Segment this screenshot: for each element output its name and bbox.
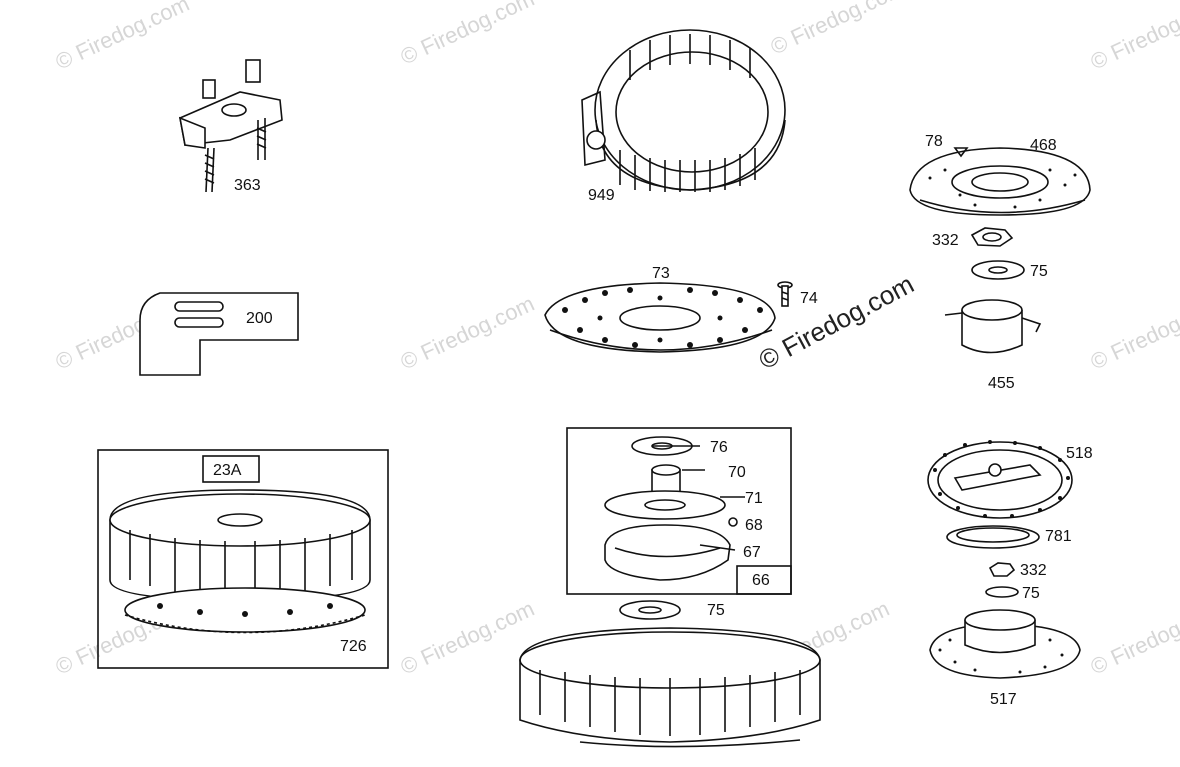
part-200-plate (139, 292, 299, 376)
part-949-stator (581, 29, 786, 192)
part-label-468: 468 (1030, 137, 1057, 154)
part-332-nut-lower (988, 562, 1016, 577)
part-label-67: 67 (743, 544, 761, 561)
part-label-200: 200 (246, 310, 273, 327)
watermark-1: © Firedog.com (52, 0, 194, 75)
part-label-332-top: 332 (932, 232, 959, 249)
part-label-75-middle: 75 (707, 602, 725, 619)
part-label-518: 518 (1066, 445, 1093, 462)
part-468-screen (909, 147, 1091, 216)
part-518-ring (927, 440, 1073, 519)
watermark-9: © Firedog.com (397, 596, 539, 680)
watermark-2: © Firedog.com (397, 0, 539, 70)
part-label-781: 781 (1045, 528, 1072, 545)
part-label-73: 73 (652, 265, 670, 282)
part-75-washer-middle (619, 600, 681, 620)
part-455-cup (944, 299, 1042, 354)
part-781-washer (946, 525, 1040, 549)
part-75-washer-top (971, 260, 1025, 280)
part-label-70: 70 (728, 464, 746, 481)
part-label-455: 455 (988, 375, 1015, 392)
part-66-clutch-box (566, 427, 792, 595)
part-label-75-top: 75 (1030, 263, 1048, 280)
watermark-4: © Firedog.com (1087, 0, 1180, 75)
part-label-66: 66 (752, 572, 770, 589)
part-label-76: 76 (710, 439, 728, 456)
watermark-11: © Firedog.com (1087, 596, 1180, 680)
part-label-726: 726 (340, 638, 367, 655)
part-75-washer-lower (985, 586, 1019, 598)
part-label-71: 71 (745, 490, 763, 507)
watermark-7: © Firedog.com (1087, 291, 1180, 375)
part-label-517: 517 (990, 691, 1017, 708)
part-label-949: 949 (588, 187, 615, 204)
part-74-screw (777, 281, 793, 307)
part-517-screen-cup (929, 609, 1081, 679)
part-label-332-lower: 332 (1020, 562, 1047, 579)
part-label-363: 363 (234, 177, 261, 194)
watermark-3: © Firedog.com (767, 0, 909, 60)
part-363-bracket (178, 59, 283, 193)
part-label-23A: 23A (213, 462, 242, 479)
part-label-75-lower: 75 (1022, 585, 1040, 602)
part-label-68: 68 (745, 517, 763, 534)
part-23A-flywheel-box (97, 449, 389, 669)
part-73-disc (544, 282, 776, 353)
part-label-74: 74 (800, 290, 818, 307)
watermark-6: © Firedog.com (397, 291, 539, 375)
part-label-78: 78 (925, 133, 943, 150)
part-flywheel-lower (519, 627, 821, 748)
part-332-nut (970, 227, 1014, 247)
